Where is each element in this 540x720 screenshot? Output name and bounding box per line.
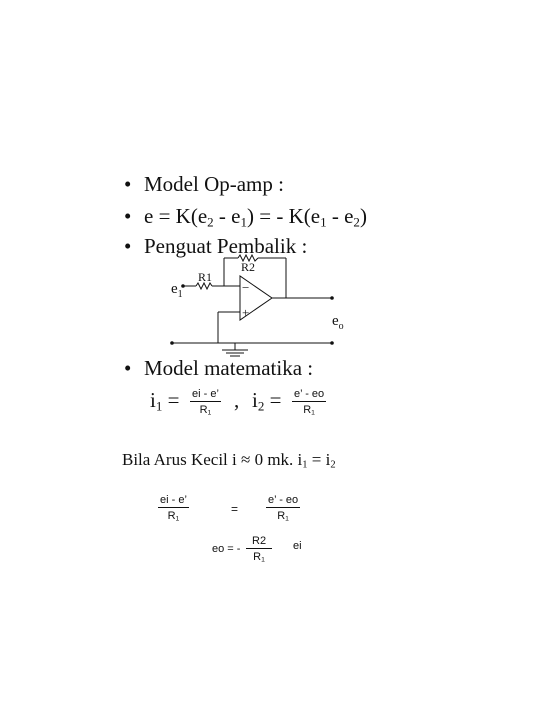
terminal-ground-left	[170, 341, 174, 345]
resistor-r1	[195, 281, 213, 291]
fraction-i2: e’ - eo R1	[292, 388, 327, 417]
comma: ,	[234, 388, 240, 412]
ei-rhs: ei	[293, 540, 302, 552]
fraction-numerator: e’ - eo	[292, 388, 327, 402]
i2-symbol: i2 =	[252, 388, 282, 414]
eq-text: - e	[213, 204, 241, 228]
bullet-model-opamp: • Model Op-amp :	[124, 172, 284, 197]
fraction-denominator: R1	[199, 404, 212, 417]
fraction-i1: ei - e’ R1	[190, 388, 221, 417]
terminal-eo	[330, 296, 334, 300]
bullet-text: Penguat Pembalik :	[144, 234, 308, 258]
label-r1: R1	[198, 270, 212, 284]
bullet-equation-e: •e = K(e2 - e1) = - K(e1 - e2)	[124, 204, 367, 229]
bullet-dot: •	[124, 234, 132, 258]
fraction-gain: R2 R1	[246, 535, 273, 564]
label-r2: R2	[241, 260, 255, 274]
label-eo: eo	[332, 313, 344, 332]
i1-symbol: i1 =	[150, 388, 180, 414]
fraction-numerator: R2	[246, 535, 273, 549]
eq-text: ) = - K(e	[247, 204, 321, 228]
eq-text: e = K(e	[144, 204, 208, 228]
condition-line: Bila Arus Kecil i ≈ 0 mk. i1 = i2	[122, 450, 336, 471]
terminal-e1	[181, 284, 185, 288]
fraction-denominator: R1	[277, 510, 289, 523]
subscript: 2	[207, 214, 214, 230]
opamp-triangle	[239, 275, 273, 321]
fraction-denominator: R1	[253, 551, 265, 564]
subscript: 2	[353, 214, 360, 230]
eq-text: )	[359, 204, 367, 228]
fraction-numerator: ei - e’	[190, 388, 221, 402]
subscript: 1	[240, 214, 248, 230]
opamp-plus-sign: +	[242, 305, 249, 320]
bullet-model-matematika: • Model matematika :	[124, 356, 313, 381]
fraction-numerator: ei - e’	[158, 494, 189, 508]
fraction-right: e’ - eo R1	[266, 494, 301, 523]
bullet-dot: •	[124, 204, 132, 228]
equals-sign: =	[231, 502, 239, 516]
eq-text: - e	[326, 204, 354, 228]
label-e1: e1	[171, 281, 183, 300]
subscript: 1	[320, 214, 327, 230]
opamp-minus-sign: −	[242, 280, 249, 295]
bullet-penguat-pembalik: • Penguat Pembalik :	[124, 234, 307, 259]
fraction-denominator: R1	[167, 510, 180, 523]
eo-lhs: eo = -	[212, 543, 241, 555]
bullet-text: Model Op-amp :	[144, 172, 284, 196]
terminal-ground-right	[330, 341, 334, 345]
resistor-r2	[237, 253, 259, 263]
bullet-dot: •	[124, 356, 132, 380]
fraction-left: ei - e’ R1	[158, 494, 189, 523]
fraction-denominator: R1	[303, 404, 315, 417]
fraction-numerator: e’ - eo	[266, 494, 301, 508]
bullet-text: Model matematika :	[144, 356, 314, 380]
bullet-dot: •	[124, 172, 132, 196]
